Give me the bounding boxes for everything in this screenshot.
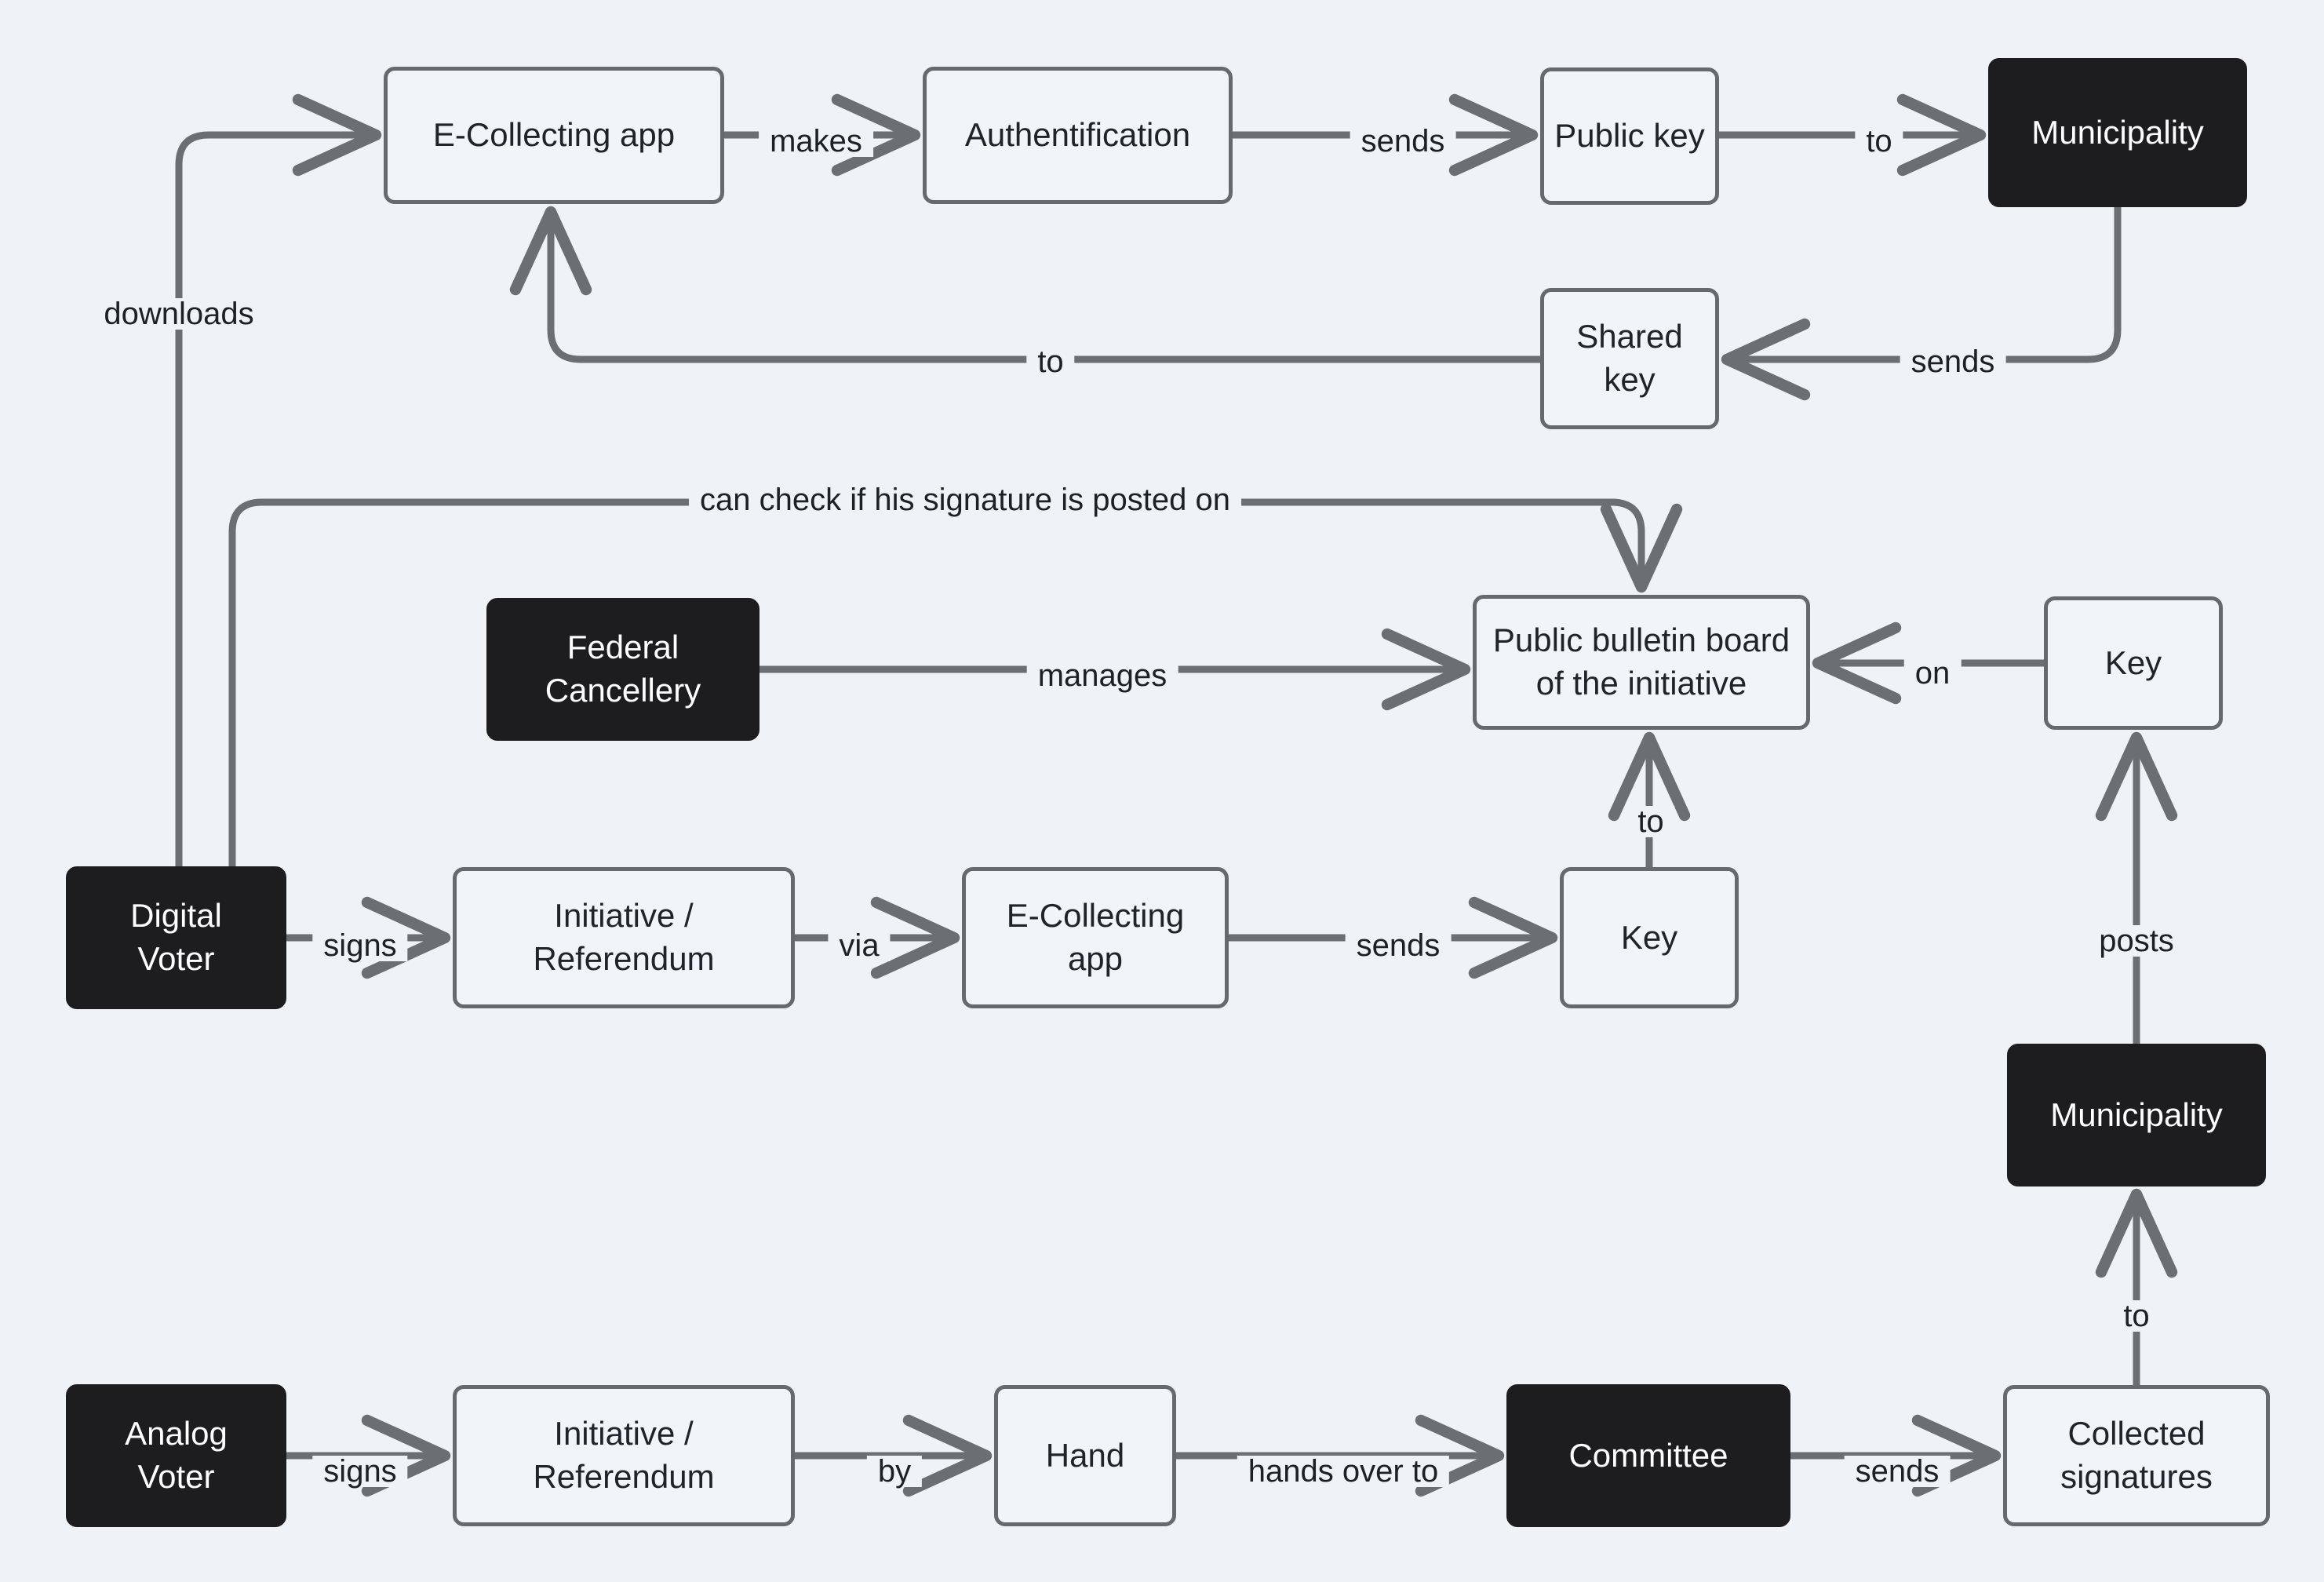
edge-label-via: via: [828, 930, 891, 961]
node-collected-signatures[interactable]: Collected signatures: [2003, 1385, 2270, 1526]
node-ecollecting-app-top[interactable]: E-Collecting app: [384, 67, 724, 204]
node-public-bulletin-board[interactable]: Public bulletin board of the initiative: [1473, 595, 1810, 730]
edge-label-can-check-signature: can check if his signature is posted on: [689, 484, 1241, 516]
edge-label-to-bulletin: to: [1626, 806, 1675, 837]
node-key-mid[interactable]: Key: [1560, 867, 1739, 1008]
node-municipality-mid[interactable]: Municipality: [2007, 1044, 2266, 1186]
edge-label-on: on: [1903, 658, 1962, 689]
edge-label-sends-collected: sends: [1844, 1456, 1951, 1487]
edge-label-sends-key: sends: [1345, 930, 1452, 961]
node-analog-voter[interactable]: Analog Voter: [66, 1384, 286, 1527]
node-municipality-top[interactable]: Municipality: [1988, 58, 2247, 207]
edge-to-ecollecting: [509, 206, 1544, 363]
node-shared-key[interactable]: Shared key: [1540, 288, 1719, 429]
edge-label-hands-over-to: hands over to: [1237, 1456, 1450, 1487]
edge-label-to-municipality2: to: [2112, 1300, 2161, 1332]
node-initiative-referendum-analog[interactable]: Initiative / Referendum: [453, 1385, 795, 1526]
edge-downloads: [175, 93, 382, 870]
edge-label-signs-analog: signs: [312, 1456, 408, 1487]
node-hand[interactable]: Hand: [994, 1385, 1176, 1526]
node-digital-voter[interactable]: Digital Voter: [66, 866, 286, 1009]
node-federal-cancellery[interactable]: Federal Cancellery: [486, 598, 759, 741]
node-authentification[interactable]: Authentification: [923, 67, 1233, 204]
node-committee[interactable]: Committee: [1506, 1384, 1790, 1527]
edge-label-posts: posts: [2088, 925, 2185, 957]
edge-label-downloads: downloads: [93, 298, 265, 330]
edge-label-sends-publickey: sends: [1350, 126, 1456, 157]
edge-label-manages: manages: [1026, 660, 1178, 691]
node-key-right[interactable]: Key: [2044, 596, 2223, 730]
node-ecollecting-app-mid[interactable]: E-Collecting app: [962, 867, 1229, 1008]
edge-sends-sharedkey: [1721, 203, 2122, 401]
edge-can-check-signature: [228, 498, 1683, 870]
node-public-key[interactable]: Public key: [1540, 67, 1719, 205]
edge-label-to-ecollecting: to: [1026, 346, 1075, 377]
node-initiative-referendum-digital[interactable]: Initiative / Referendum: [453, 867, 795, 1008]
edge-label-by: by: [866, 1456, 923, 1487]
edge-label-to-municipality: to: [1855, 126, 1903, 157]
edge-label-sends-sharedkey: sends: [1900, 346, 2006, 377]
edge-label-makes: makes: [759, 126, 873, 157]
edge-label-signs-digital: signs: [312, 930, 408, 961]
